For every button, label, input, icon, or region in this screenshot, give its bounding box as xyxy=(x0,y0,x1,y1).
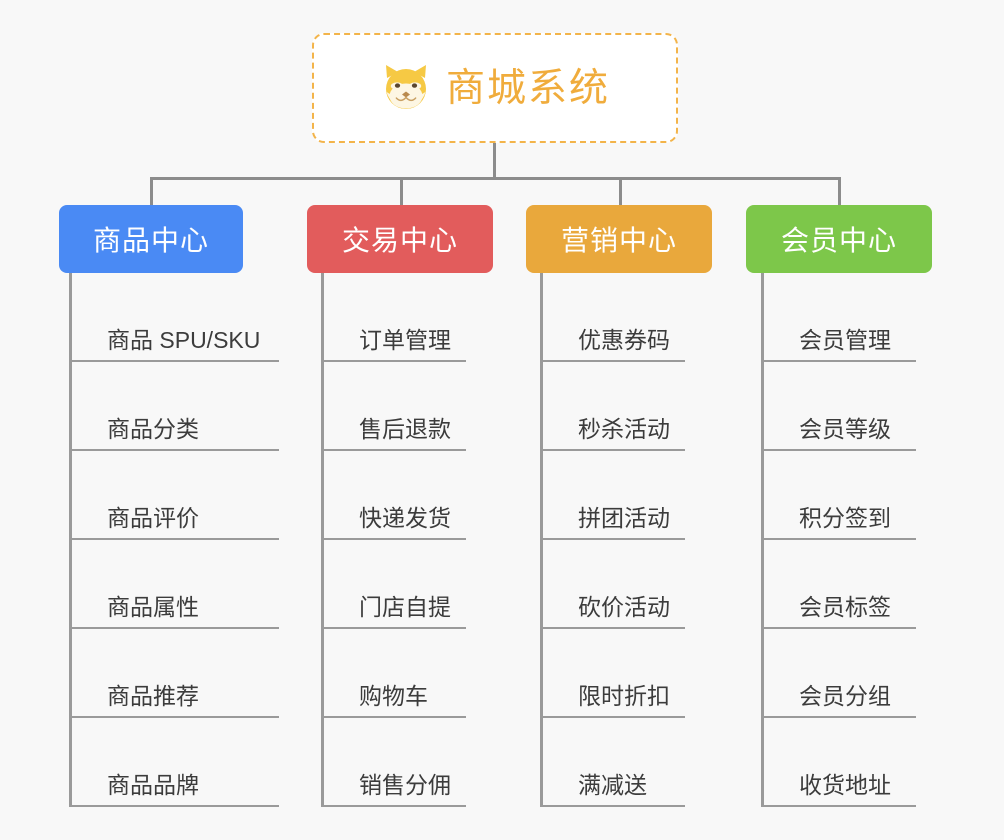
leaf-item-rule xyxy=(540,716,685,718)
leaf-item[interactable]: 收货地址 xyxy=(761,718,916,807)
leaf-item[interactable]: 会员管理 xyxy=(761,273,916,362)
leaf-item[interactable]: 会员标签 xyxy=(761,540,916,629)
leaf-item[interactable]: 商品属性 xyxy=(69,540,279,629)
category-node-marketing-center[interactable]: 营销中心 xyxy=(526,205,712,273)
leaf-item-rule xyxy=(761,538,916,540)
leaf-item-rule xyxy=(540,538,685,540)
leaf-column-member-center: 会员管理会员等级积分签到会员标签会员分组收货地址 xyxy=(761,273,916,807)
leaf-item-rule xyxy=(69,360,279,362)
leaf-item-label: 售后退款 xyxy=(359,416,451,442)
leaf-item-label: 快递发货 xyxy=(359,505,451,531)
leaf-column-trade-center: 订单管理售后退款快递发货门店自提购物车销售分佣 xyxy=(321,273,466,807)
leaf-item-rule xyxy=(761,449,916,451)
category-node-product-center[interactable]: 商品中心 xyxy=(59,205,243,273)
category-label: 商品中心 xyxy=(92,225,209,256)
leaf-item-label: 商品品牌 xyxy=(107,772,199,798)
leaf-column-product-center: 商品 SPU/SKU 商品分类商品评价商品属性商品推荐商品品牌 xyxy=(69,273,279,807)
leaf-item[interactable]: 积分签到 xyxy=(761,451,916,540)
leaf-item[interactable]: 会员分组 xyxy=(761,629,916,718)
leaf-item-label: 拼团活动 xyxy=(578,505,670,531)
leaf-item-label: 会员管理 xyxy=(799,327,891,353)
category-label: 营销中心 xyxy=(560,225,677,256)
leaf-item[interactable]: 商品品牌 xyxy=(69,718,279,807)
leaf-item-rule xyxy=(69,538,279,540)
connector-drop-product-center xyxy=(150,177,153,205)
leaf-item-label: 商品属性 xyxy=(107,594,199,620)
leaf-item[interactable]: 限时折扣 xyxy=(540,629,685,718)
connector-spine-product-center xyxy=(69,273,72,807)
leaf-item-label: 订单管理 xyxy=(359,327,451,353)
leaf-item-rule xyxy=(321,627,466,629)
leaf-item-rule xyxy=(761,716,916,718)
leaf-item-label: 商品分类 xyxy=(107,416,199,442)
category-label: 交易中心 xyxy=(341,225,458,256)
connector-drop-member-center xyxy=(838,177,841,205)
leaf-item[interactable]: 商品 SPU/SKU xyxy=(69,273,279,362)
leaf-item[interactable]: 满减送 xyxy=(540,718,685,807)
leaf-item-label: 门店自提 xyxy=(359,594,451,620)
leaf-item-label: 商品评价 xyxy=(107,505,199,531)
root-node-title: 商城系统 xyxy=(445,66,610,110)
category-node-trade-center[interactable]: 交易中心 xyxy=(307,205,493,273)
leaf-item-rule xyxy=(761,360,916,362)
leaf-item-rule xyxy=(540,360,685,362)
connector-spine-trade-center xyxy=(321,273,324,807)
leaf-item-rule xyxy=(761,627,916,629)
leaf-item-rule xyxy=(540,805,685,807)
category-label: 会员中心 xyxy=(780,225,897,256)
leaf-item[interactable]: 秒杀活动 xyxy=(540,362,685,451)
leaf-item-rule xyxy=(321,449,466,451)
leaf-item-label: 销售分佣 xyxy=(359,772,451,798)
leaf-item-label: 会员标签 xyxy=(799,594,891,620)
leaf-item[interactable]: 商品评价 xyxy=(69,451,279,540)
shiba-dog-icon xyxy=(380,62,432,114)
connector-root-stem xyxy=(493,143,496,179)
leaf-item-rule xyxy=(321,360,466,362)
leaf-column-marketing-center: 优惠券码秒杀活动拼团活动砍价活动限时折扣满减送 xyxy=(540,273,685,807)
leaf-item[interactable]: 商品推荐 xyxy=(69,629,279,718)
leaf-item-rule xyxy=(69,449,279,451)
connector-spine-marketing-center xyxy=(540,273,543,807)
leaf-item[interactable]: 门店自提 xyxy=(321,540,466,629)
leaf-item[interactable]: 订单管理 xyxy=(321,273,466,362)
leaf-item-label: 满减送 xyxy=(578,772,647,798)
leaf-item-label: 限时折扣 xyxy=(578,683,670,709)
leaf-item-label: 收货地址 xyxy=(799,772,891,798)
leaf-item[interactable]: 快递发货 xyxy=(321,451,466,540)
leaf-item-rule xyxy=(321,538,466,540)
root-node-shopping-mall-system[interactable]: 商城系统 xyxy=(312,33,678,143)
leaf-item-label: 砍价活动 xyxy=(578,594,670,620)
leaf-item-label: 优惠券码 xyxy=(578,327,670,353)
leaf-item-rule xyxy=(540,449,685,451)
connector-drop-marketing-center xyxy=(619,177,622,205)
leaf-item-label: 会员等级 xyxy=(799,416,891,442)
leaf-item-label: 购物车 xyxy=(359,683,428,709)
connector-drop-trade-center xyxy=(400,177,403,205)
leaf-item-label: 商品 SPU/SKU xyxy=(107,327,261,353)
leaf-item-rule xyxy=(69,627,279,629)
leaf-item-rule xyxy=(69,805,279,807)
leaf-item[interactable]: 砍价活动 xyxy=(540,540,685,629)
category-node-member-center[interactable]: 会员中心 xyxy=(746,205,932,273)
leaf-item[interactable]: 优惠券码 xyxy=(540,273,685,362)
leaf-item-rule xyxy=(321,805,466,807)
leaf-item-rule xyxy=(69,716,279,718)
leaf-item[interactable]: 商品分类 xyxy=(69,362,279,451)
connector-horizontal-bus xyxy=(150,177,840,180)
leaf-item[interactable]: 销售分佣 xyxy=(321,718,466,807)
leaf-item-label: 积分签到 xyxy=(799,505,891,531)
leaf-item-rule xyxy=(321,716,466,718)
leaf-item[interactable]: 购物车 xyxy=(321,629,466,718)
leaf-item[interactable]: 拼团活动 xyxy=(540,451,685,540)
leaf-item[interactable]: 售后退款 xyxy=(321,362,466,451)
leaf-item-label: 会员分组 xyxy=(799,683,891,709)
leaf-item-rule xyxy=(761,805,916,807)
leaf-item-rule xyxy=(540,627,685,629)
leaf-item[interactable]: 会员等级 xyxy=(761,362,916,451)
leaf-item-label: 秒杀活动 xyxy=(578,416,670,442)
leaf-item-label: 商品推荐 xyxy=(107,683,199,709)
connector-spine-member-center xyxy=(761,273,764,807)
